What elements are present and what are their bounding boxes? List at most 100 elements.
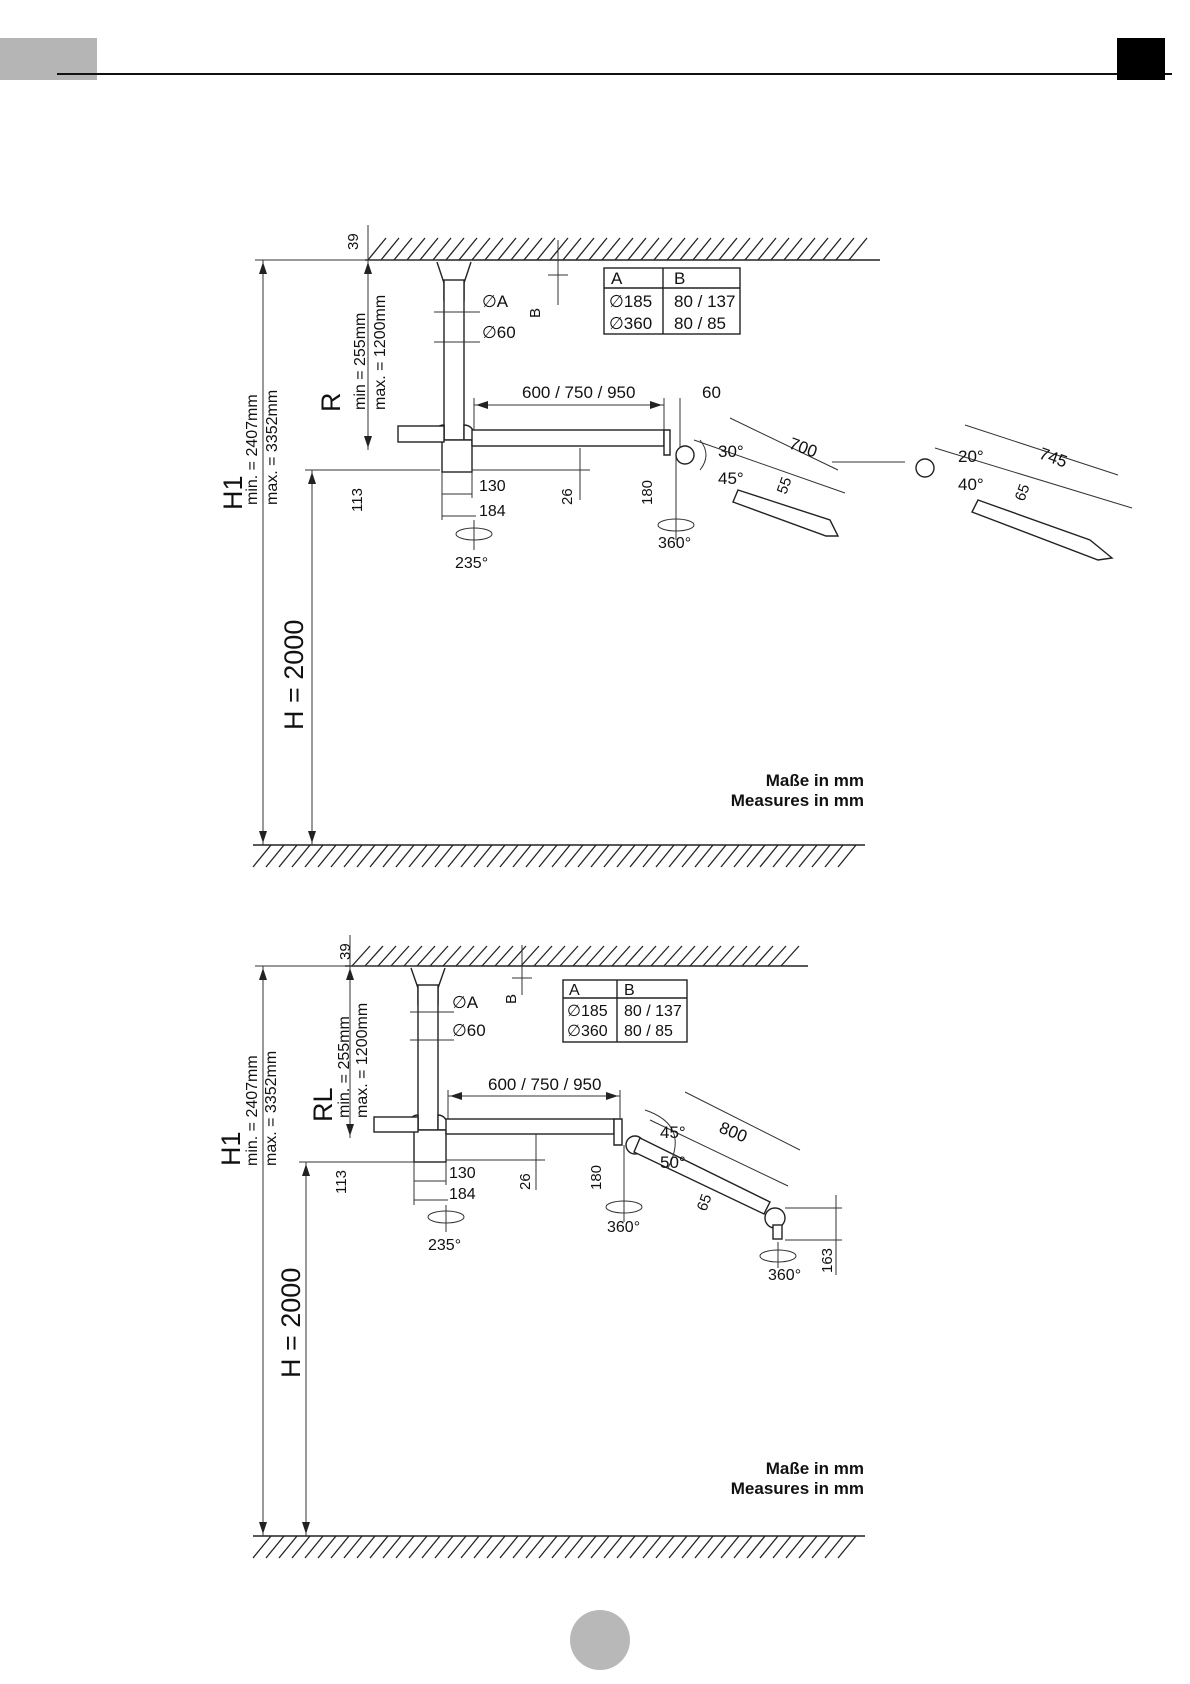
hatch-stroke <box>720 1535 740 1559</box>
note-de: Maße in mm <box>766 1459 864 1478</box>
hatch-stroke <box>603 1535 623 1559</box>
page-number-circle <box>570 1610 630 1670</box>
hatch-stroke <box>265 1535 285 1559</box>
column-pipe <box>417 984 439 1131</box>
hatch-stroke <box>759 1535 779 1559</box>
dim-184: 184 <box>449 1186 476 1203</box>
h-label: H = 2000 <box>279 620 309 730</box>
header-black-tab <box>1117 38 1165 80</box>
hatch-stroke <box>445 237 465 261</box>
drop-arm-2 <box>971 499 1114 561</box>
hatch-stroke <box>614 237 634 261</box>
hatch-stroke <box>395 1535 415 1559</box>
hatch-stroke <box>585 945 605 967</box>
hatch-stroke <box>317 844 337 868</box>
hatch-stroke <box>577 844 597 868</box>
size-table: A B ∅185 80 / 137 ∅360 80 / 85 <box>603 267 741 335</box>
hatch-stroke <box>772 1535 792 1559</box>
hatch-stroke <box>718 237 738 261</box>
dim-b: B <box>503 994 520 1004</box>
hatch-stroke <box>369 844 389 868</box>
hatch-stroke <box>590 1535 610 1559</box>
hatch-stroke <box>702 945 722 967</box>
rot-235: 235° <box>428 1237 461 1254</box>
rotary-hub <box>441 439 473 473</box>
hatch-stroke <box>668 844 688 868</box>
hatch-stroke <box>377 945 397 967</box>
hatch-stroke <box>473 844 493 868</box>
hatch-stroke <box>746 1535 766 1559</box>
dim-26: 26 <box>559 488 576 505</box>
hatch-stroke <box>458 237 478 261</box>
hatch-stroke <box>811 844 831 868</box>
hatch-stroke <box>304 1535 324 1559</box>
hatch-stroke <box>728 945 748 967</box>
hatch-stroke <box>512 1535 532 1559</box>
hatch-stroke <box>611 945 631 967</box>
floor-hatch <box>252 1535 865 1559</box>
hatch-stroke <box>265 844 285 868</box>
hatch-stroke <box>663 945 683 967</box>
hatch-stroke <box>598 945 618 967</box>
hatch-stroke <box>746 844 766 868</box>
hatch-stroke <box>447 844 467 868</box>
column-pipe <box>443 279 465 441</box>
table-header-a: A <box>611 269 623 288</box>
r-min: min = 255mm <box>352 313 369 410</box>
rot-360: 360° <box>607 1219 640 1236</box>
table-cell: 80 / 85 <box>624 1023 673 1040</box>
angle-45: 45° <box>660 1123 686 1142</box>
h1-label: H1 <box>218 475 248 510</box>
hatch-stroke <box>642 844 662 868</box>
note-de: Maße in mm <box>766 771 864 790</box>
hatch-stroke <box>809 237 829 261</box>
hatch-stroke <box>637 945 657 967</box>
hatch-stroke <box>798 844 818 868</box>
hatch-stroke <box>689 945 709 967</box>
hatch-stroke <box>278 1535 298 1559</box>
hatch-stroke <box>627 237 647 261</box>
hatch-stroke <box>624 945 644 967</box>
table-cell: 80 / 137 <box>674 292 735 311</box>
table-cell: ∅360 <box>567 1023 608 1040</box>
hatch-stroke <box>744 237 764 261</box>
hatch-stroke <box>603 844 623 868</box>
hatch-stroke <box>512 844 532 868</box>
dim-700: 700 <box>787 434 820 462</box>
hatch-stroke <box>520 945 540 967</box>
dim-b: B <box>527 308 544 318</box>
hatch-stroke <box>408 844 428 868</box>
hatch-stroke <box>510 237 530 261</box>
page-header <box>0 38 1172 80</box>
h1-max: max. = 3352mm <box>264 390 281 505</box>
hatch-stroke <box>796 237 816 261</box>
hatch-stroke <box>406 237 426 261</box>
hatch-stroke <box>434 844 454 868</box>
arm-stub-left <box>373 1116 419 1133</box>
hatch-stroke <box>785 1535 805 1559</box>
dim-113: 113 <box>333 1170 350 1194</box>
hatch-stroke <box>705 237 725 261</box>
note-en: Measures in mm <box>731 1479 864 1498</box>
hatch-stroke <box>668 1535 688 1559</box>
hatch-stroke <box>707 1535 727 1559</box>
hatch-stroke <box>536 237 556 261</box>
hatch-stroke <box>824 1535 844 1559</box>
table-header-a: A <box>569 982 580 999</box>
hatch-stroke <box>616 844 636 868</box>
dia-60: ∅60 <box>482 323 516 342</box>
hatch-stroke <box>525 1535 545 1559</box>
hatch-stroke <box>767 945 787 967</box>
hatch-stroke <box>655 844 675 868</box>
dia-a: ∅A <box>452 993 479 1012</box>
drop-arm-1 <box>732 489 840 537</box>
hatch-stroke <box>421 844 441 868</box>
figure-rl: H1 min. = 2407mm max. = 3352mm H = 2000 … <box>216 935 865 1559</box>
hatch-stroke <box>772 844 792 868</box>
hatch-stroke <box>694 1535 714 1559</box>
hatch-stroke <box>408 1535 428 1559</box>
hatch-stroke <box>754 945 774 967</box>
hatch-stroke <box>390 945 410 967</box>
hatch-stroke <box>499 1535 519 1559</box>
